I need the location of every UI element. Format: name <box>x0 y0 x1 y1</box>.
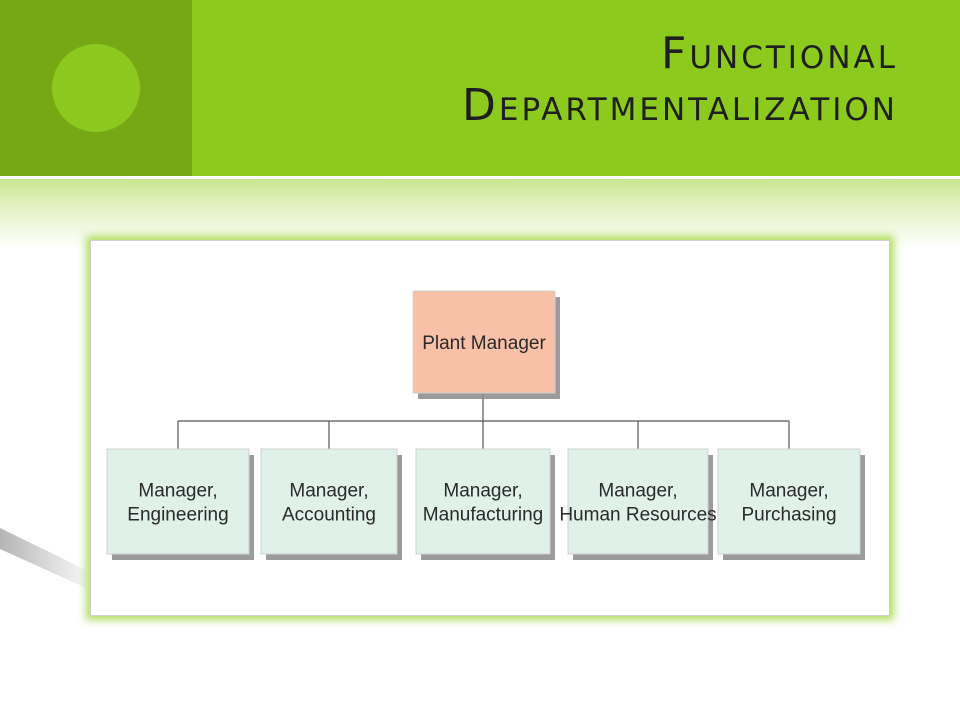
node-child-1-label-2: Engineering <box>127 505 228 526</box>
slide-title: Functional Departmentalization <box>462 28 898 132</box>
node-child-5-label-2: Purchasing <box>741 505 836 526</box>
node-child-4-label-2: Human Resources <box>559 505 716 526</box>
decorative-shadow-wedge <box>0 528 86 588</box>
node-child-2-label-1: Manager, <box>289 481 368 502</box>
header-divider <box>0 176 960 179</box>
node-child-2-box <box>260 448 398 555</box>
node-child-5-label-1: Manager, <box>749 481 828 502</box>
header-circle-ornament <box>52 44 140 132</box>
node-child-1-label-1: Manager, <box>138 481 217 502</box>
slide-title-line-2: Departmentalization <box>462 80 898 131</box>
gradient-band <box>0 179 960 249</box>
node-child-2-label-2: Accounting <box>282 505 376 526</box>
node-child-5-box <box>717 448 861 555</box>
slide-title-line-1: Functional <box>661 28 898 79</box>
node-child-3-box <box>415 448 551 555</box>
node-child-3-label-2: Manufacturing <box>423 505 543 526</box>
node-child-4-box <box>567 448 709 555</box>
node-child-4-label-1: Manager, <box>598 481 677 502</box>
node-child-3-label-1: Manager, <box>443 481 522 502</box>
node-plant-manager-label-1: Plant Manager <box>422 333 546 354</box>
node-child-1-box <box>106 448 250 555</box>
slide-header: Functional Departmentalization <box>0 0 960 176</box>
node-plant-manager-box <box>412 290 556 394</box>
header-accent-square <box>0 0 192 176</box>
